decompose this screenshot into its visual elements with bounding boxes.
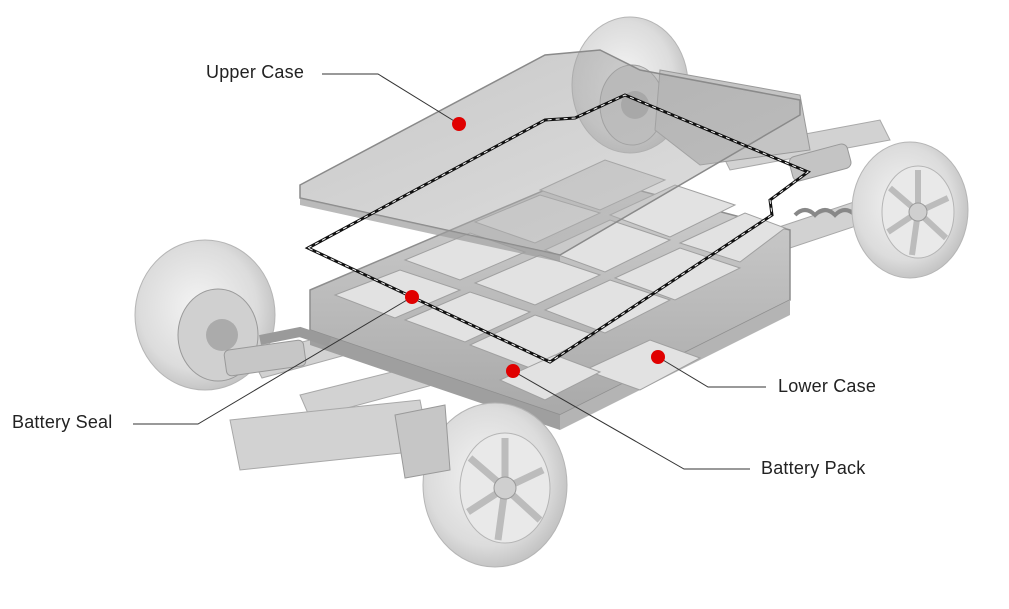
rear-left-wheel bbox=[851, 141, 969, 279]
battery-pack-label: Battery Pack bbox=[761, 458, 866, 478]
battery-seal-gasket bbox=[304, 93, 812, 364]
battery-seal-marker bbox=[405, 290, 419, 304]
leader-line-battery-pack bbox=[512, 370, 750, 470]
upper-case-label: Upper Case bbox=[206, 62, 305, 82]
lower-case-label: Lower Case bbox=[778, 376, 877, 396]
leader-line-battery-seal bbox=[133, 296, 413, 425]
front-suspension bbox=[223, 339, 451, 479]
upper-case-marker bbox=[452, 117, 466, 131]
battery-pack-marker bbox=[506, 364, 520, 378]
lower-case-marker bbox=[651, 350, 665, 364]
front-right-wheel bbox=[422, 402, 568, 568]
upper-case-lid bbox=[299, 49, 801, 262]
callout-markers bbox=[405, 117, 665, 378]
leader-lines bbox=[133, 73, 766, 470]
leader-line-upper-case bbox=[322, 73, 460, 125]
battery-seal-label: Battery Seal bbox=[12, 412, 113, 432]
leader-line-lower-case bbox=[657, 356, 766, 388]
